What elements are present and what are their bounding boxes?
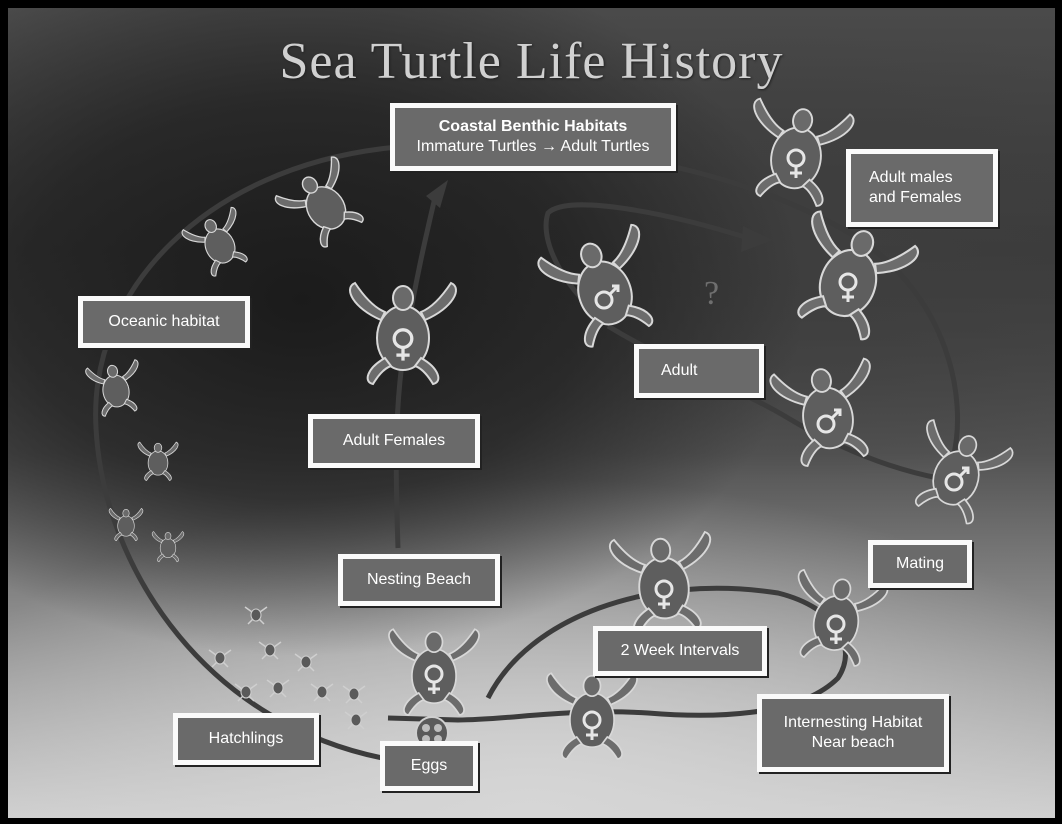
label-two-week-intervals: 2 Week Intervals [593, 626, 767, 676]
turtle-icon [609, 532, 718, 636]
turtle-icon [547, 673, 637, 759]
hatchlings-icon [209, 607, 367, 729]
turtle-icon [350, 283, 456, 384]
label-coastal-benthic: Coastal Benthic Habitats Immature Turtle… [390, 103, 676, 171]
turtle-icon [536, 223, 670, 354]
two-week-text: 2 Week Intervals [621, 641, 740, 661]
label-adult-males-females: Adult males and Females [846, 149, 998, 227]
label-eggs: Eggs [380, 741, 478, 791]
oceanic-text: Oceanic habitat [108, 312, 219, 332]
turtle-icon [389, 629, 479, 715]
turtle-icon [769, 358, 885, 470]
turtle-icon [739, 98, 855, 210]
page-title: Sea Turtle Life History [8, 32, 1055, 91]
internesting-line2: Near beach [812, 733, 895, 753]
adult-females-text: Adult Females [343, 431, 445, 451]
eggs-text: Eggs [411, 756, 447, 776]
mating-text: Mating [896, 554, 944, 574]
coastal-subtitle: Immature Turtles → Adult Turtles [417, 137, 650, 157]
internesting-line1: Internesting Habitat [784, 713, 923, 733]
label-adult: Adult [634, 344, 764, 398]
turtle-icon [138, 442, 178, 480]
adult-text: Adult [661, 361, 697, 381]
label-nesting-beach: Nesting Beach [338, 554, 500, 606]
label-internesting-habitat: Internesting Habitat Near beach [757, 694, 949, 772]
coastal-title: Coastal Benthic Habitats [439, 117, 627, 137]
adult-mf-line1: Adult males [869, 168, 953, 188]
label-oceanic-habitat: Oceanic habitat [78, 296, 250, 348]
question-mark-icon: ? [704, 275, 719, 312]
turtle-icon [181, 206, 257, 281]
up-arrow-icon [426, 180, 448, 208]
label-hatchlings: Hatchlings [173, 713, 319, 765]
nesting-beach-text: Nesting Beach [367, 570, 471, 590]
turtle-icon [152, 532, 184, 562]
adult-mf-line2: and Females [869, 188, 962, 208]
label-adult-females: Adult Females [308, 414, 480, 468]
right-arrow-icon [741, 226, 773, 252]
hatchlings-text: Hatchlings [209, 729, 284, 749]
diagram-slide: ? [8, 8, 1055, 818]
label-mating: Mating [868, 540, 972, 588]
